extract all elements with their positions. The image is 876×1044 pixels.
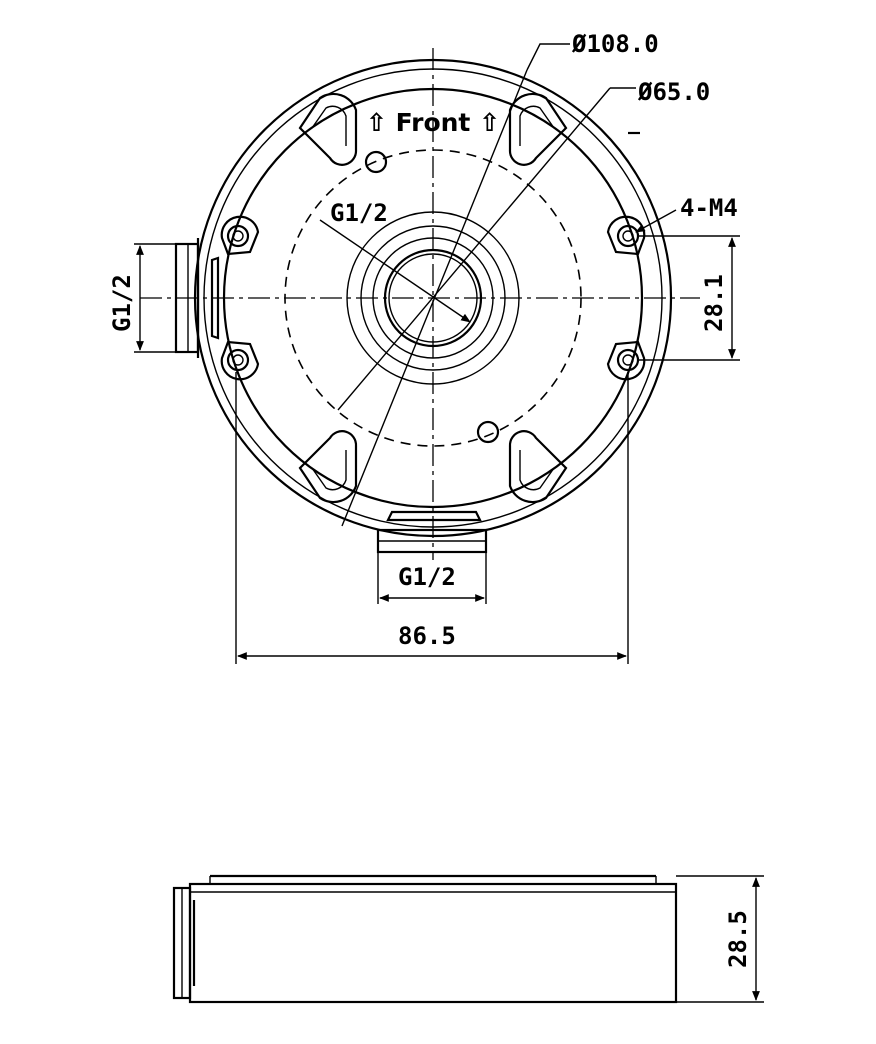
left-thread-label: G1/2: [108, 274, 136, 332]
boss-ring-5: [388, 253, 478, 343]
outer-rim-inner: [203, 68, 663, 528]
inner-wall: [222, 87, 644, 509]
slot-top-left-inner: [311, 105, 347, 146]
side-body: [188, 882, 678, 1004]
top-view: [134, 43, 740, 664]
slot-bottom-right-inner: [519, 450, 555, 491]
front-label: ⇧ Front ⇧: [366, 108, 500, 137]
left-conduit-port: [174, 238, 220, 358]
slot-top-left: [298, 92, 358, 166]
boss-ring-1: [346, 211, 520, 385]
outer-rim: [193, 58, 673, 538]
hole-spacing-label: 28.1: [700, 274, 728, 332]
mount-holes-label: 4-M4: [680, 194, 738, 222]
slot-top-right-inner: [519, 105, 555, 146]
hole-span-label: 86.5: [398, 622, 456, 650]
slot-bottom-left-inner: [311, 450, 347, 491]
center-thread-label: G1/2: [330, 199, 388, 227]
mount-hole-top-left: [220, 215, 260, 256]
boss-ring-2: [360, 225, 506, 371]
slot-bottom-left: [298, 430, 358, 504]
mount-hole-bottom-left: [220, 340, 260, 381]
outer-diameter-label: Ø108.0: [571, 30, 659, 58]
side-view: [172, 874, 764, 1004]
slot-bottom-right: [508, 430, 568, 504]
hole-circle-diameter-label: Ø65.0: [637, 78, 710, 106]
boss-ring-4: [383, 248, 483, 348]
slot-top-right: [508, 92, 568, 166]
hole-circle-dashed: [284, 149, 582, 447]
height-label: 28.5: [724, 910, 752, 968]
boss-ring-3: [372, 237, 494, 359]
small-hole-top: [364, 150, 388, 174]
bottom-conduit-port: [376, 510, 488, 554]
bottom-thread-label: G1/2: [398, 563, 456, 591]
small-hole-bottom: [476, 420, 500, 444]
